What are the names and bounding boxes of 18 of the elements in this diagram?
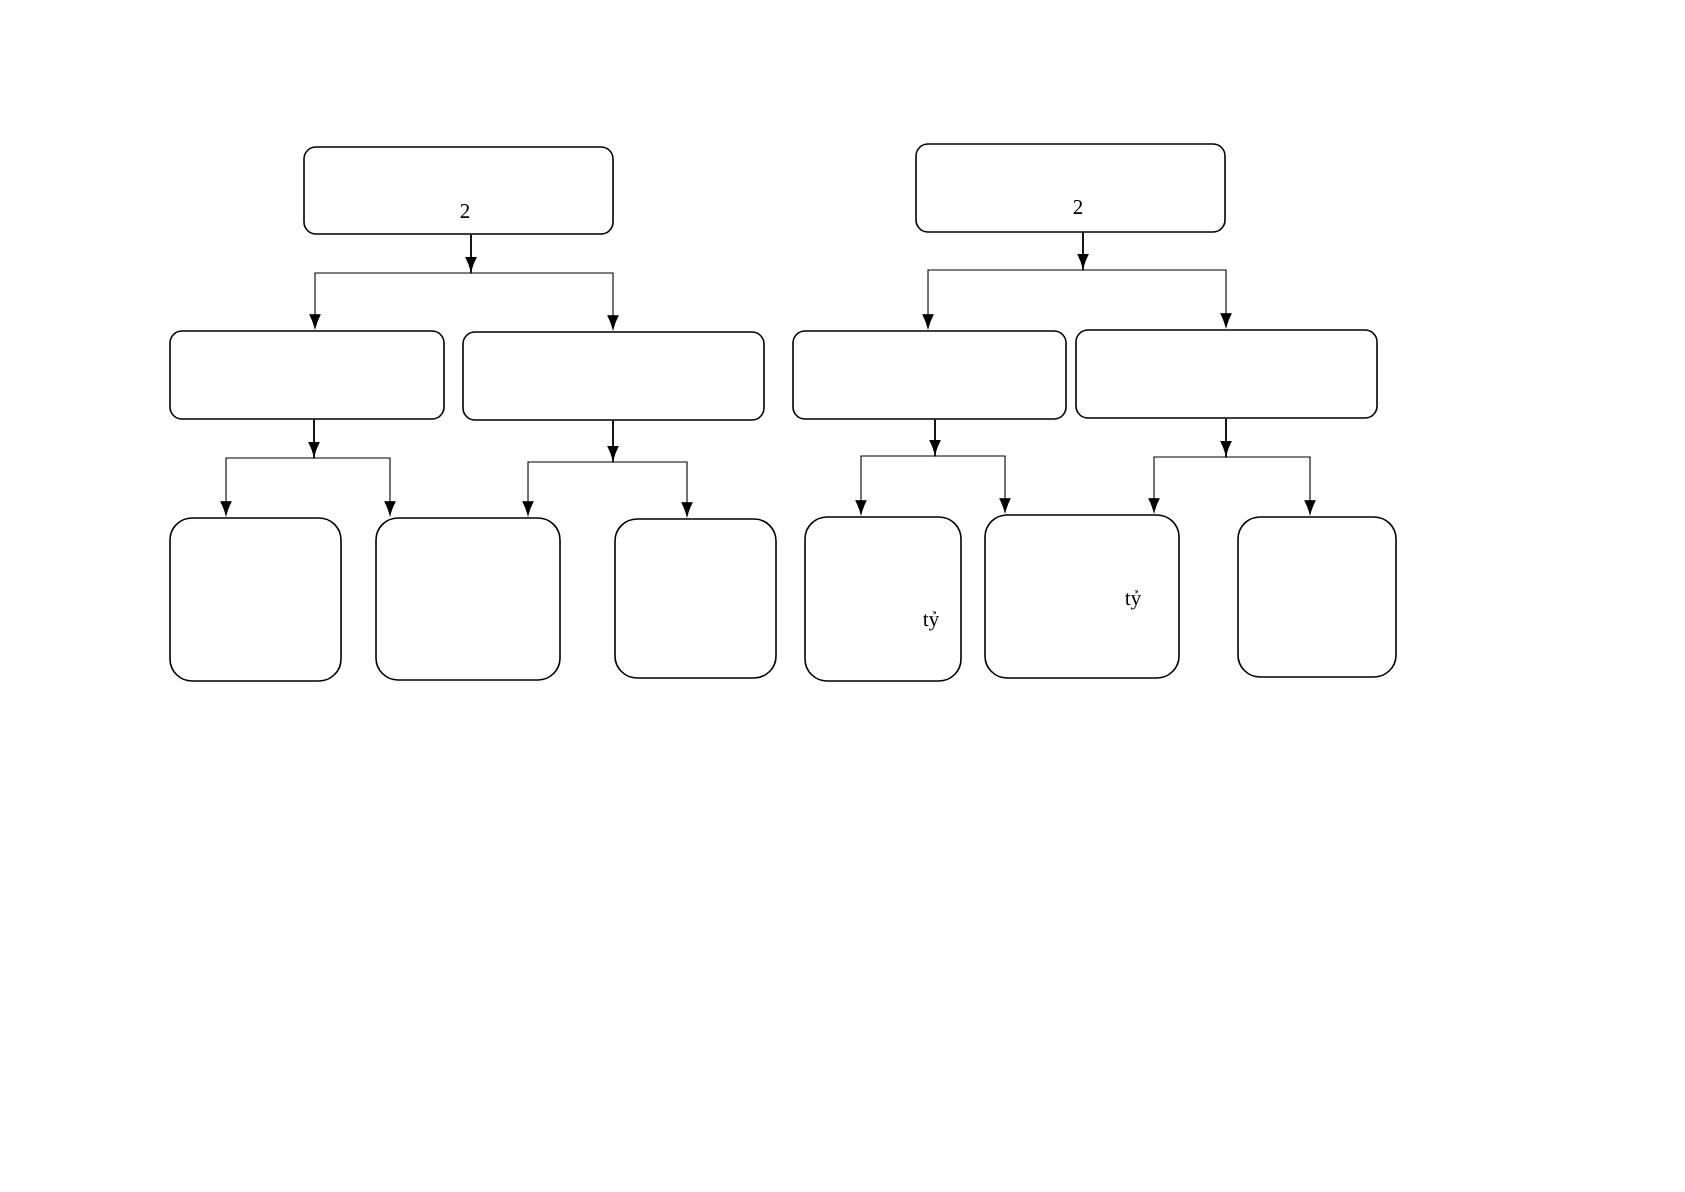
rounded-box <box>169 330 445 420</box>
rounded-box: tỷ <box>804 516 962 682</box>
arrow <box>313 419 396 516</box>
rounded-box: 2 <box>303 146 614 235</box>
rounded-box <box>1237 516 1397 678</box>
arrow <box>1225 418 1316 515</box>
rounded-box <box>614 518 777 679</box>
arrow <box>470 234 619 330</box>
arrow <box>934 419 1011 513</box>
arrow <box>612 420 693 517</box>
rounded-box <box>462 331 765 421</box>
rounded-box <box>792 330 1067 420</box>
rounded-box: tỷ <box>984 514 1180 679</box>
rounded-box: 2 <box>915 143 1226 233</box>
rounded-box <box>1075 329 1378 419</box>
rounded-box <box>375 517 561 681</box>
arrow <box>1082 232 1232 328</box>
rounded-box <box>169 517 342 682</box>
